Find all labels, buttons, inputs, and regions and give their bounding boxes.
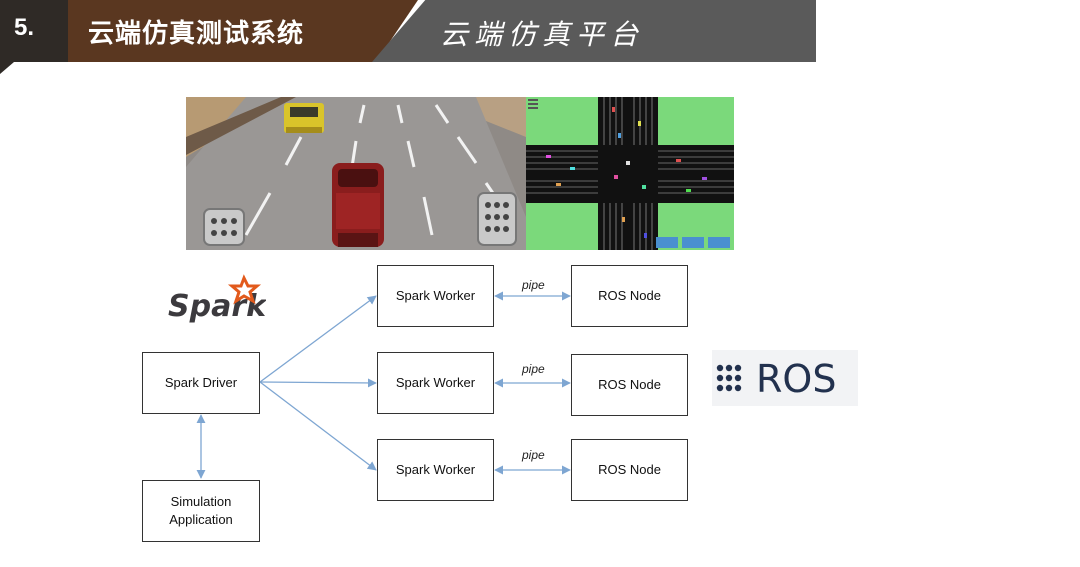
arrow-driver-worker-3 [259,381,377,471]
section-number: 5. [14,14,35,41]
pipe-label-2: pipe [522,362,545,376]
header-number-bg [0,0,74,74]
page-subtitle: 云端仿真平台 [440,18,645,51]
spark-worker-label: Spark Worker [395,375,476,391]
ros-dots-icon [716,364,742,392]
header-title-bg [68,0,418,62]
spark-worker-box-2: Spark Worker [377,352,494,414]
ros-logo-text: ROS [756,357,836,401]
page-title: 云端仿真测试系统 [88,19,305,49]
ros-node-box-1: ROS Node [571,265,688,327]
simulation-application-box: Simulation Application [142,480,260,542]
arrow-driver-worker-1 [259,295,377,383]
ros-node-label: ROS Node [598,462,661,478]
ros-logo: ROS [712,350,858,406]
spark-worker-box-1: Spark Worker [377,265,494,327]
pipe-label-1: pipe [522,278,545,292]
simulation-label-line2: Application [169,512,233,527]
spark-driver-label: Spark Driver [164,375,238,391]
spark-star-icon [227,274,262,305]
spark-worker-label: Spark Worker [395,462,476,478]
ros-node-label: ROS Node [598,288,661,304]
spark-driver-box: Spark Driver [142,352,260,414]
header-subtitle-bg [372,0,816,62]
spark-worker-box-3: Spark Worker [377,439,494,501]
spark-worker-label: Spark Worker [395,288,476,304]
ros-node-box-3: ROS Node [571,439,688,501]
ros-node-label: ROS Node [598,377,661,393]
ros-node-box-2: ROS Node [571,354,688,416]
traffic-simulator-image [526,97,734,250]
arrow-driver-worker-2 [259,378,377,388]
driving-simulator-image [186,97,526,250]
spark-logo: Spark [166,272,268,332]
pipe-label-3: pipe [522,448,545,462]
simulation-label-line1: Simulation [170,494,232,510]
